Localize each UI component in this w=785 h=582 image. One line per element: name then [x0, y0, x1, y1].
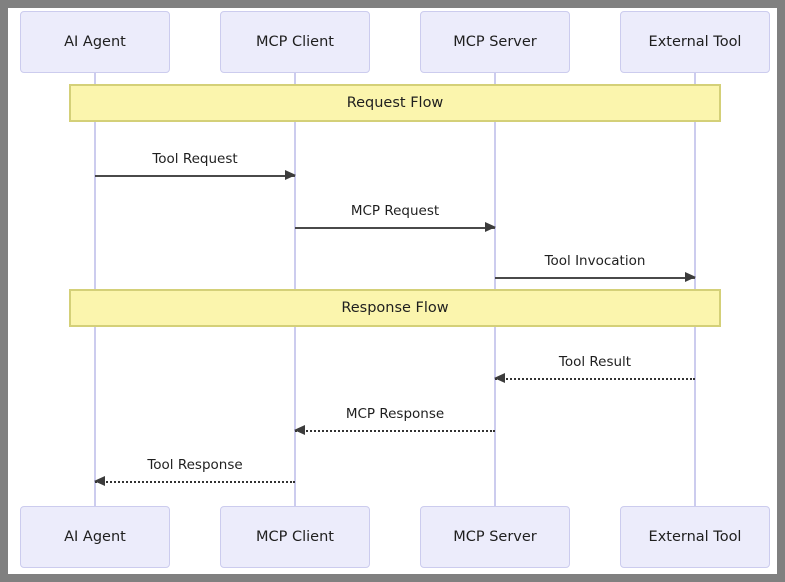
participant-label: MCP Server — [453, 33, 537, 50]
participant-bottom-ai-agent[interactable]: AI Agent — [20, 506, 170, 568]
participant-label: AI Agent — [64, 528, 126, 545]
message-line-tool-request — [95, 175, 295, 177]
arrowhead-icon-tool-invocation — [685, 272, 696, 282]
arrowhead-icon-tool-request — [285, 170, 296, 180]
flow-band-label: Request Flow — [346, 94, 444, 111]
participant-top-mcp-server[interactable]: MCP Server — [420, 11, 570, 73]
participant-bottom-mcp-server[interactable]: MCP Server — [420, 506, 570, 568]
participant-label: AI Agent — [64, 33, 126, 50]
participant-top-ai-agent[interactable]: AI Agent — [20, 11, 170, 73]
participant-top-external-tool[interactable]: External Tool — [620, 11, 770, 73]
participant-label: External Tool — [648, 528, 742, 545]
arrowhead-icon-mcp-request — [485, 222, 496, 232]
participant-label: MCP Server — [453, 528, 537, 545]
message-line-tool-result — [495, 378, 695, 380]
message-label-tool-response: Tool Response — [147, 456, 243, 473]
flow-band-request-flow: Request Flow — [69, 84, 721, 122]
participant-bottom-external-tool[interactable]: External Tool — [620, 506, 770, 568]
message-line-mcp-response — [295, 430, 495, 432]
participant-top-mcp-client[interactable]: MCP Client — [220, 11, 370, 73]
message-label-mcp-request: MCP Request — [350, 202, 440, 219]
message-label-tool-invocation: Tool Invocation — [544, 252, 646, 269]
flow-band-label: Response Flow — [341, 299, 449, 316]
participant-bottom-mcp-client[interactable]: MCP Client — [220, 506, 370, 568]
message-line-tool-invocation — [495, 277, 695, 279]
message-label-tool-request: Tool Request — [152, 150, 238, 167]
participant-label: MCP Client — [256, 33, 334, 50]
participant-label: MCP Client — [256, 528, 334, 545]
message-line-tool-response — [95, 481, 295, 483]
arrowhead-icon-tool-result — [494, 373, 505, 383]
arrowhead-icon-mcp-response — [294, 425, 305, 435]
message-line-mcp-request — [295, 227, 495, 229]
message-label-tool-result: Tool Result — [558, 353, 632, 370]
arrowhead-icon-tool-response — [94, 476, 105, 486]
message-label-mcp-response: MCP Response — [345, 405, 445, 422]
participant-label: External Tool — [648, 33, 742, 50]
flow-band-response-flow: Response Flow — [69, 289, 721, 327]
